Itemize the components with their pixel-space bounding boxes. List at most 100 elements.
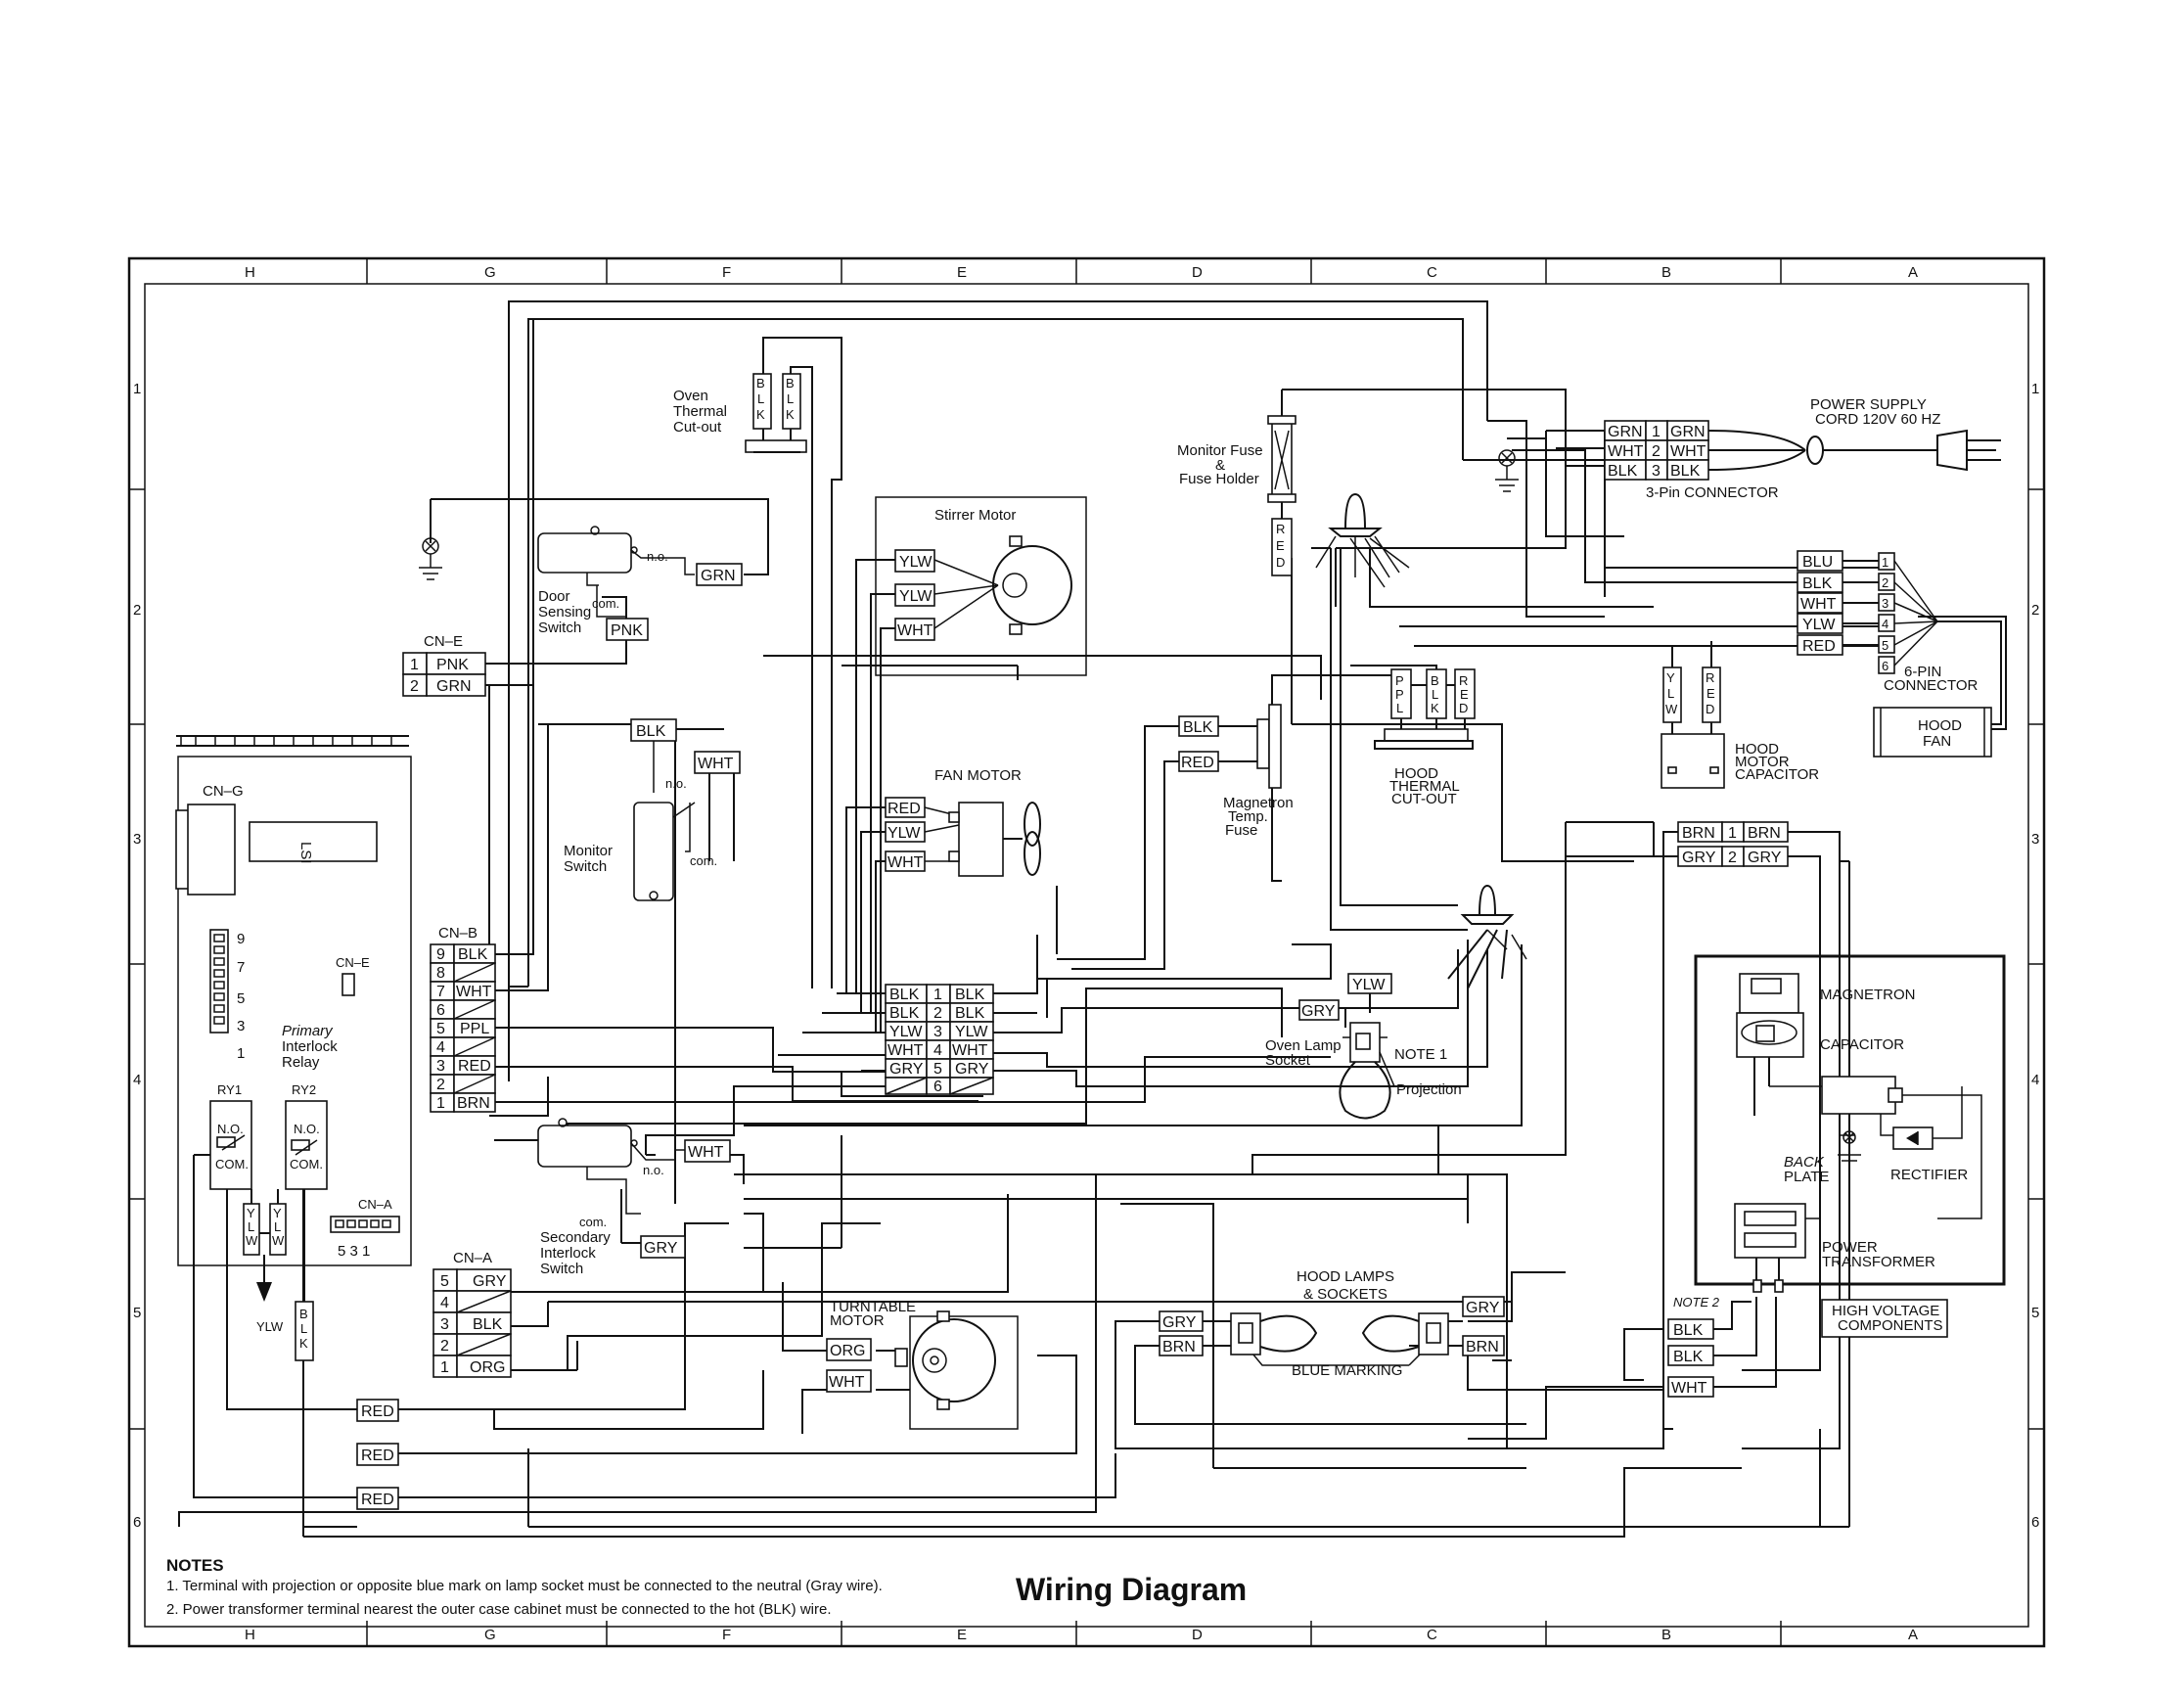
ry1-label: RY1: [217, 1082, 242, 1097]
hood-lamp-brn-l: BRN: [1162, 1339, 1196, 1355]
col-bot-d: D: [1192, 1627, 1203, 1643]
wire-network: [178, 300, 2007, 1538]
tb-wht-r: WHT: [952, 1042, 988, 1059]
oven-lamp-socket: YLW GRY NOTE 1 Projection Oven Lamp Sock…: [1265, 973, 1462, 1120]
row-l-2: 2: [133, 602, 141, 619]
oven-thermal-wire-b: B: [756, 376, 765, 391]
monitor-fuse-amp: &: [1215, 457, 1225, 474]
cn-b-ppl: PPL: [460, 1021, 489, 1037]
hv-blk-1: BLK: [1673, 1322, 1704, 1339]
svg-text:6: 6: [436, 1002, 445, 1019]
conn3-blk-r: BLK: [1670, 463, 1701, 480]
svg-text:N.O.: N.O.: [294, 1122, 320, 1136]
board-cn-a-pins: 5 3 1: [338, 1243, 370, 1260]
secondary-switch-no: n.o.: [643, 1163, 664, 1177]
turntable-motor-label-2: MOTOR: [830, 1312, 885, 1329]
svg-text:9: 9: [237, 931, 245, 947]
hood-lamps-label: HOOD LAMPS: [1297, 1268, 1394, 1285]
svg-text:1: 1: [410, 657, 419, 673]
plug-icon: [1936, 429, 1968, 472]
motor-icon-turntable: [912, 1318, 996, 1402]
hood-lamps-label-2: & SOCKETS: [1303, 1286, 1388, 1303]
stirrer-ylw-2: YLW: [899, 588, 933, 605]
red-tag-2: RED: [361, 1447, 394, 1464]
door-sensing-label-2: Sensing: [538, 604, 591, 620]
svg-text:D: D: [1276, 555, 1285, 570]
svg-text:5: 5: [1882, 638, 1888, 653]
svg-text:3: 3: [237, 1018, 245, 1034]
hood-thermal-label-3: CUT-OUT: [1391, 791, 1457, 807]
cn-a-gry: GRY: [473, 1273, 507, 1290]
cn-e-connector: CN–E 1 PNK 2 GRN: [402, 633, 627, 697]
svg-text:B: B: [299, 1307, 308, 1321]
svg-text:L: L: [248, 1219, 254, 1234]
center-terminal-block: BLK 1 BLK BLK 2 BLK YLW 3 YLW WHT 4 WHT …: [885, 984, 994, 1095]
turntable-motor-label: TURNTABLE: [830, 1299, 916, 1315]
ry2-label: RY2: [292, 1082, 316, 1097]
stirrer-motor: Stirrer Motor YLW YLW WHT: [894, 507, 1072, 641]
col-bot-g: G: [484, 1627, 496, 1643]
high-voltage-box: MAGNETRON CAPACITOR BACK PLATE RECTIFIER…: [1694, 954, 2006, 1293]
blue-marking-label: BLUE MARKING: [1292, 1362, 1402, 1379]
motor-icon-fan: [958, 802, 1004, 877]
power-supply-label: POWER SUPPLY: [1810, 396, 1927, 413]
hood-motor-capacitor: Y L W R E D HOOD MOTOR CAPACITOR: [1661, 641, 1819, 789]
oven-thermal-cutout: B L K B L K Oven Thermal Cut-out: [673, 373, 807, 453]
bg-brn-l: BRN: [1682, 825, 1715, 842]
hood-lamp-brn-r: BRN: [1466, 1339, 1499, 1355]
tb-ylw-r: YLW: [955, 1024, 988, 1040]
brn-gry-connector: BRN 1 BRN GRY 2 GRY: [1654, 821, 1840, 867]
row-l-4: 4: [133, 1072, 141, 1088]
svg-text:1: 1: [237, 1045, 245, 1062]
secondary-switch-label-2: Interlock: [540, 1245, 596, 1262]
svg-text:W: W: [272, 1233, 285, 1248]
hv-wht: WHT: [1671, 1380, 1707, 1397]
col-top-e: E: [957, 264, 967, 281]
col-top-d: D: [1192, 264, 1203, 281]
svg-text:3: 3: [436, 1058, 445, 1075]
svg-text:D: D: [1706, 702, 1714, 716]
door-switch-com: com.: [592, 596, 619, 611]
row-l-5: 5: [133, 1305, 141, 1321]
cn-g-label: CN–G: [203, 783, 244, 800]
hood-fan: HOOD FAN: [1873, 707, 1992, 758]
monitor-switch-com: com.: [690, 853, 717, 868]
svg-text:1: 1: [933, 987, 942, 1003]
bg-brn-r: BRN: [1748, 825, 1781, 842]
svg-text:Y: Y: [1666, 670, 1675, 685]
svg-text:4: 4: [933, 1042, 942, 1059]
secondary-switch-wht: WHT: [688, 1144, 724, 1161]
svg-text:E: E: [1706, 686, 1715, 701]
svg-text:2: 2: [410, 678, 419, 695]
svg-text:3: 3: [933, 1024, 942, 1040]
row-l-1: 1: [133, 381, 141, 397]
control-board: CN–G LSI 9 7 5 3 1 CN–E Primary Interloc…: [175, 735, 412, 1361]
svg-text:E: E: [1276, 538, 1285, 553]
high-voltage-label-2: COMPONENTS: [1838, 1317, 1943, 1334]
bg-gry-l: GRY: [1682, 850, 1716, 866]
tb-wht-l: WHT: [887, 1042, 924, 1059]
conn3-wht-r: WHT: [1670, 443, 1706, 460]
col-top-g: G: [484, 264, 496, 281]
svg-text:W: W: [1665, 702, 1678, 716]
frame-index: H G F E D C B A H G F E D C B A 1 2 3 4 …: [133, 264, 2039, 1643]
col-top-h: H: [245, 264, 255, 281]
row-r-3: 3: [2031, 831, 2039, 848]
high-voltage-label-box: HIGH VOLTAGE COMPONENTS: [1821, 1299, 1948, 1338]
svg-text:1: 1: [440, 1359, 449, 1376]
six-pin-wht: WHT: [1800, 596, 1837, 613]
turntable-org: ORG: [830, 1343, 865, 1359]
svg-text:1: 1: [1728, 825, 1737, 842]
lsi-label: LSI: [297, 842, 314, 864]
note1-label: NOTE 1: [1394, 1046, 1447, 1063]
hv-capacitor: [1821, 1076, 1896, 1115]
svg-text:L: L: [1396, 701, 1403, 715]
tb-blk-2r: BLK: [955, 1005, 985, 1022]
switch-icon-secondary: [537, 1125, 632, 1168]
diagram-title: Wiring Diagram: [1016, 1572, 1247, 1607]
cn-e-grn: GRN: [436, 678, 472, 695]
svg-text:2: 2: [436, 1077, 445, 1093]
col-bot-a: A: [1908, 1627, 1918, 1643]
bg-gry-r: GRY: [1748, 850, 1782, 866]
switch-icon-monitor: [633, 802, 674, 901]
